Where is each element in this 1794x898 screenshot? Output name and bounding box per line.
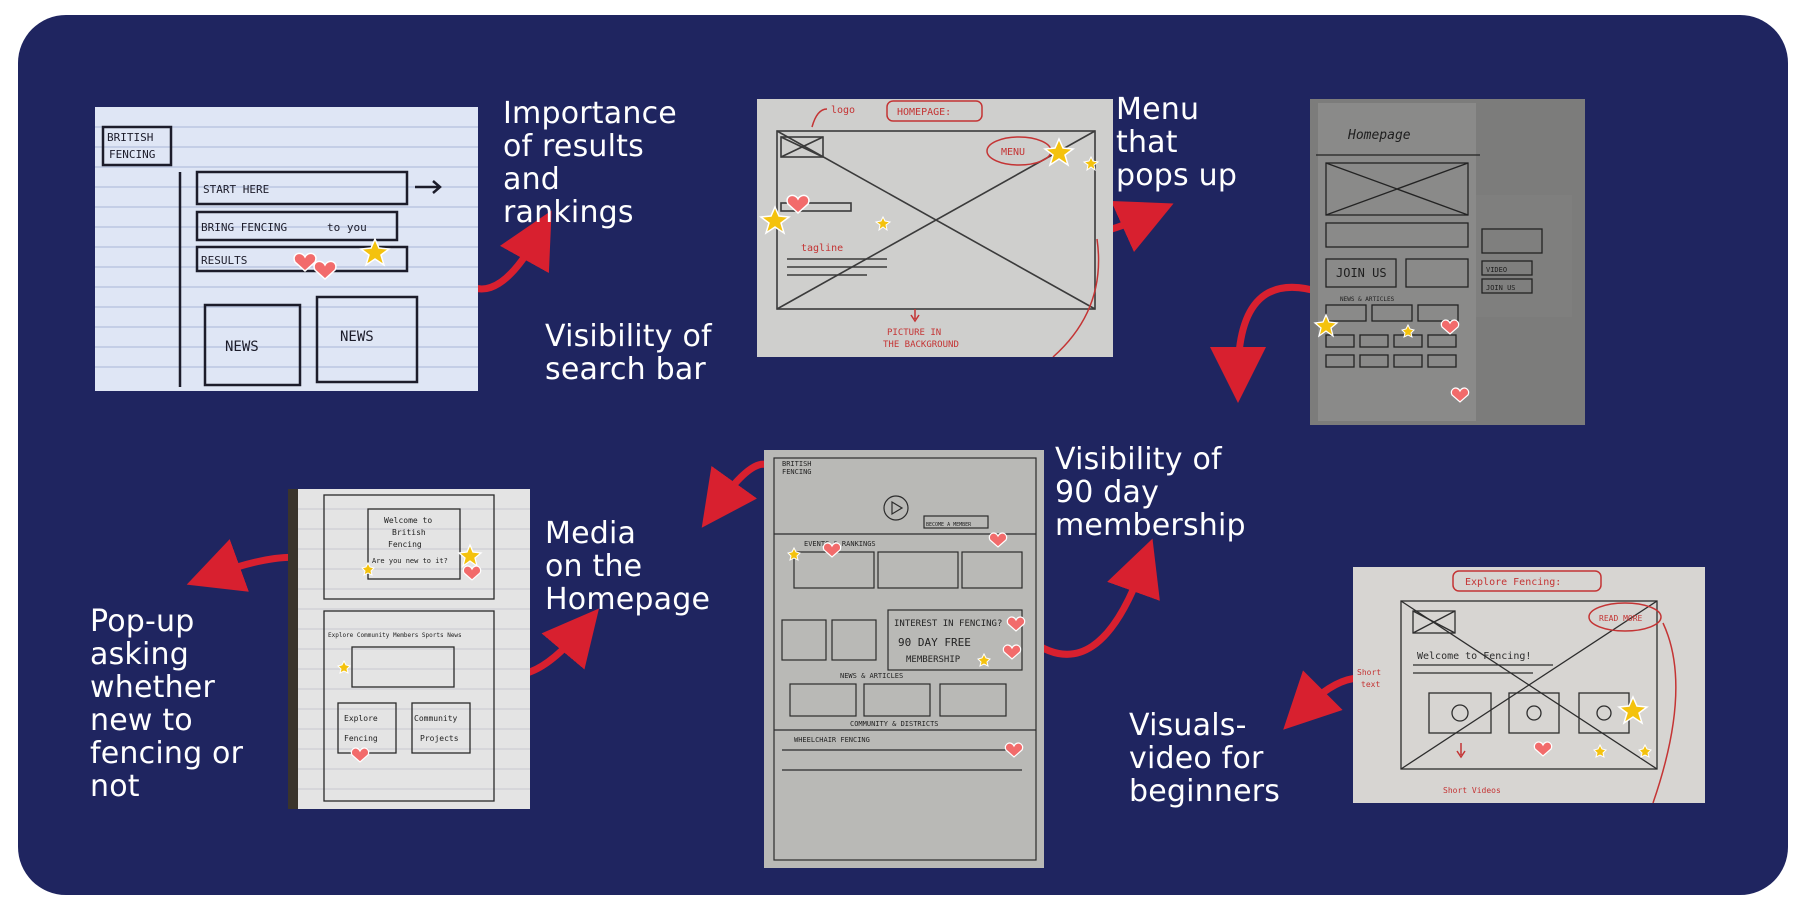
heart-icon (1006, 616, 1026, 632)
board: Importance of results and rankings Visib… (18, 15, 1788, 895)
star-icon (1082, 155, 1100, 172)
label-media-homepage: Media on the Homepage (545, 516, 711, 617)
star-icon (1313, 313, 1339, 338)
label-popup-question: Pop-up asking whether new to fencing or … (90, 604, 244, 804)
label-search-bar: Visibility of search bar (545, 319, 712, 387)
sketch-notepad-homepage: BRITISH FENCING START HERE BRING FENCING… (95, 107, 478, 391)
star-icon (759, 205, 791, 235)
sketch3-title: Homepage (1347, 128, 1411, 143)
sketch6-title: Explore Fencing: (1465, 577, 1561, 588)
sketch4-explore-2: Fencing (344, 734, 378, 743)
star-icon (1638, 743, 1652, 758)
sketch4-explore-1: Explore (344, 714, 378, 723)
sketch1-brand-line2: FENCING (109, 148, 155, 161)
label-menu-popup: Menu that pops up (1116, 92, 1238, 193)
sketch4-welcome-2: British (392, 528, 426, 537)
star-icon (1043, 137, 1075, 167)
sketch-long-homepage: BRITISH FENCING EVENTS & RANKINGS INTERE… (764, 450, 1044, 868)
sketch2-picture-line2: THE BACKGROUND (883, 340, 959, 350)
heart-icon (1450, 387, 1470, 403)
sketch5-brand-1: BRITISH (782, 460, 812, 468)
arrow-homepage (1210, 283, 1327, 403)
heart-icon (1002, 644, 1022, 660)
sketch1-brand-line1: BRITISH (107, 131, 153, 144)
sketch5-become: BECOME A MEMBER (926, 522, 972, 528)
star-icon (337, 659, 351, 674)
sketch-homepage-wireframe: HOMEPAGE: logo MENU tagline PICTURE IN T… (757, 99, 1113, 357)
star-icon (874, 215, 892, 232)
heart-icon (313, 260, 337, 281)
sketch1-news-1: NEWS (225, 339, 259, 355)
heart-icon (1533, 741, 1553, 757)
sketch-explore-fencing: Explore Fencing: READ MORE Short text Sh… (1353, 567, 1705, 803)
star-icon (1593, 743, 1607, 758)
sketch3-news: NEWS & ARTICLES (1340, 296, 1395, 303)
star-icon (787, 546, 801, 561)
label-membership: Visibility of 90 day membership (1055, 442, 1246, 543)
sketch1-bring-fencing: BRING FENCING (201, 221, 287, 234)
sketch4-community-2: Projects (420, 734, 459, 743)
sketch1-results: RESULTS (201, 254, 247, 267)
sketch1-to-you: to you (327, 221, 367, 234)
sketch-notebook-popup: Welcome to British Fencing Are you new t… (288, 489, 530, 809)
sketch3-video: VIDEO (1486, 266, 1507, 274)
heart-icon (293, 252, 317, 273)
sketch5-brand-2: FENCING (782, 468, 812, 476)
sketch6-read-more: READ MORE (1599, 614, 1643, 623)
sketch1-start-here: START HERE (203, 183, 269, 196)
sketch4-ask: Are you new to it? (372, 557, 448, 565)
sketch5-news: NEWS & ARTICLES (840, 672, 903, 680)
star-icon (1401, 323, 1415, 338)
sketch4-nav: Explore Community Members Sports News (328, 632, 462, 639)
star-icon (457, 543, 483, 568)
sketch5-offer-2: MEMBERSHIP (906, 655, 961, 665)
heart-icon (988, 532, 1008, 548)
heart-icon (1440, 319, 1460, 335)
sketch6-short-1: Short (1357, 668, 1381, 677)
sketch2-title: HOMEPAGE: (897, 107, 951, 118)
sketch6-welcome: Welcome to Fencing! (1417, 651, 1531, 662)
sketch3-join-us: JOIN US (1336, 266, 1387, 280)
sketch4-welcome-3: Fencing (388, 540, 422, 549)
star-icon (361, 561, 375, 576)
sketch6-short-videos: Short Videos (1443, 786, 1501, 795)
sketch1-news-2: NEWS (340, 329, 374, 345)
heart-icon (786, 194, 810, 215)
sketch5-interest: INTEREST IN FENCING? (894, 619, 1002, 629)
sketch2-picture-line1: PICTURE IN (887, 328, 941, 338)
sketch3-join-us-2: JOIN US (1486, 284, 1516, 292)
sketch4-community-1: Community (414, 714, 458, 723)
star-icon (977, 652, 991, 667)
heart-icon (1004, 742, 1024, 758)
sketch5-community: COMMUNITY & DISTRICTS (850, 720, 939, 728)
sketch2-tagline: tagline (801, 243, 843, 254)
sketch2-logo: logo (831, 105, 855, 116)
sketch5-offer-1: 90 DAY FREE (898, 636, 971, 649)
sketch4-welcome-1: Welcome to (384, 516, 432, 525)
heart-icon (822, 542, 842, 558)
label-results-rankings: Importance of results and rankings (503, 96, 677, 230)
sketch2-menu: MENU (1001, 147, 1025, 158)
heart-icon (462, 565, 482, 581)
star-icon (1617, 695, 1649, 725)
star-icon (359, 237, 391, 267)
heart-icon (350, 747, 370, 763)
sketch6-short-2: text (1361, 680, 1380, 689)
arrow-membership (1026, 538, 1160, 658)
sketch-homepage-detailed: Homepage JOIN US NEWS & ARTICLES VIDEO J… (1310, 99, 1585, 425)
sketch5-wheelchair: WHEELCHAIR FENCING (794, 736, 870, 744)
label-visuals-video: Visuals- video for beginners (1129, 708, 1281, 809)
